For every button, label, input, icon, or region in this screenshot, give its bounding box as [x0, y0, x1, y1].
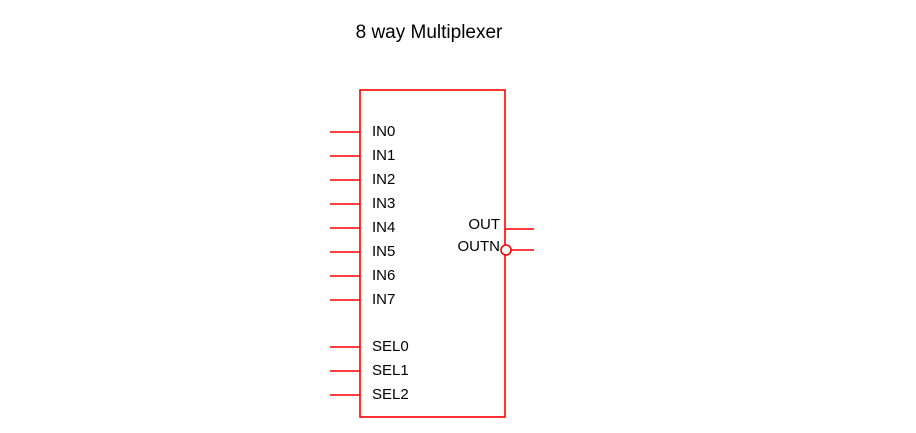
pin-label-in2: IN2 [372, 171, 396, 188]
pin-label-in0: IN0 [372, 123, 396, 140]
pin-label-outn: OUTN [457, 238, 501, 255]
output-pin-wires [500, 228, 534, 256]
pin-label-in4: IN4 [372, 219, 396, 236]
pin-label-in5: IN5 [372, 243, 396, 260]
pin-label-in3: IN3 [372, 195, 396, 212]
select-pin-wires [330, 346, 360, 396]
page-title: 8 way Multiplexer [355, 22, 503, 43]
pin-label-out: OUT [468, 216, 500, 233]
pin-label-sel0: SEL0 [372, 338, 409, 355]
input-pin-wires [330, 131, 360, 301]
pin-label-in6: IN6 [372, 267, 396, 284]
pin-label-in1: IN1 [372, 147, 396, 164]
pin-label-in7: IN7 [372, 291, 396, 308]
pin-label-sel2: SEL2 [372, 386, 409, 403]
pin-label-sel1: SEL1 [372, 362, 409, 379]
inversion-bubble-icon [500, 244, 512, 256]
